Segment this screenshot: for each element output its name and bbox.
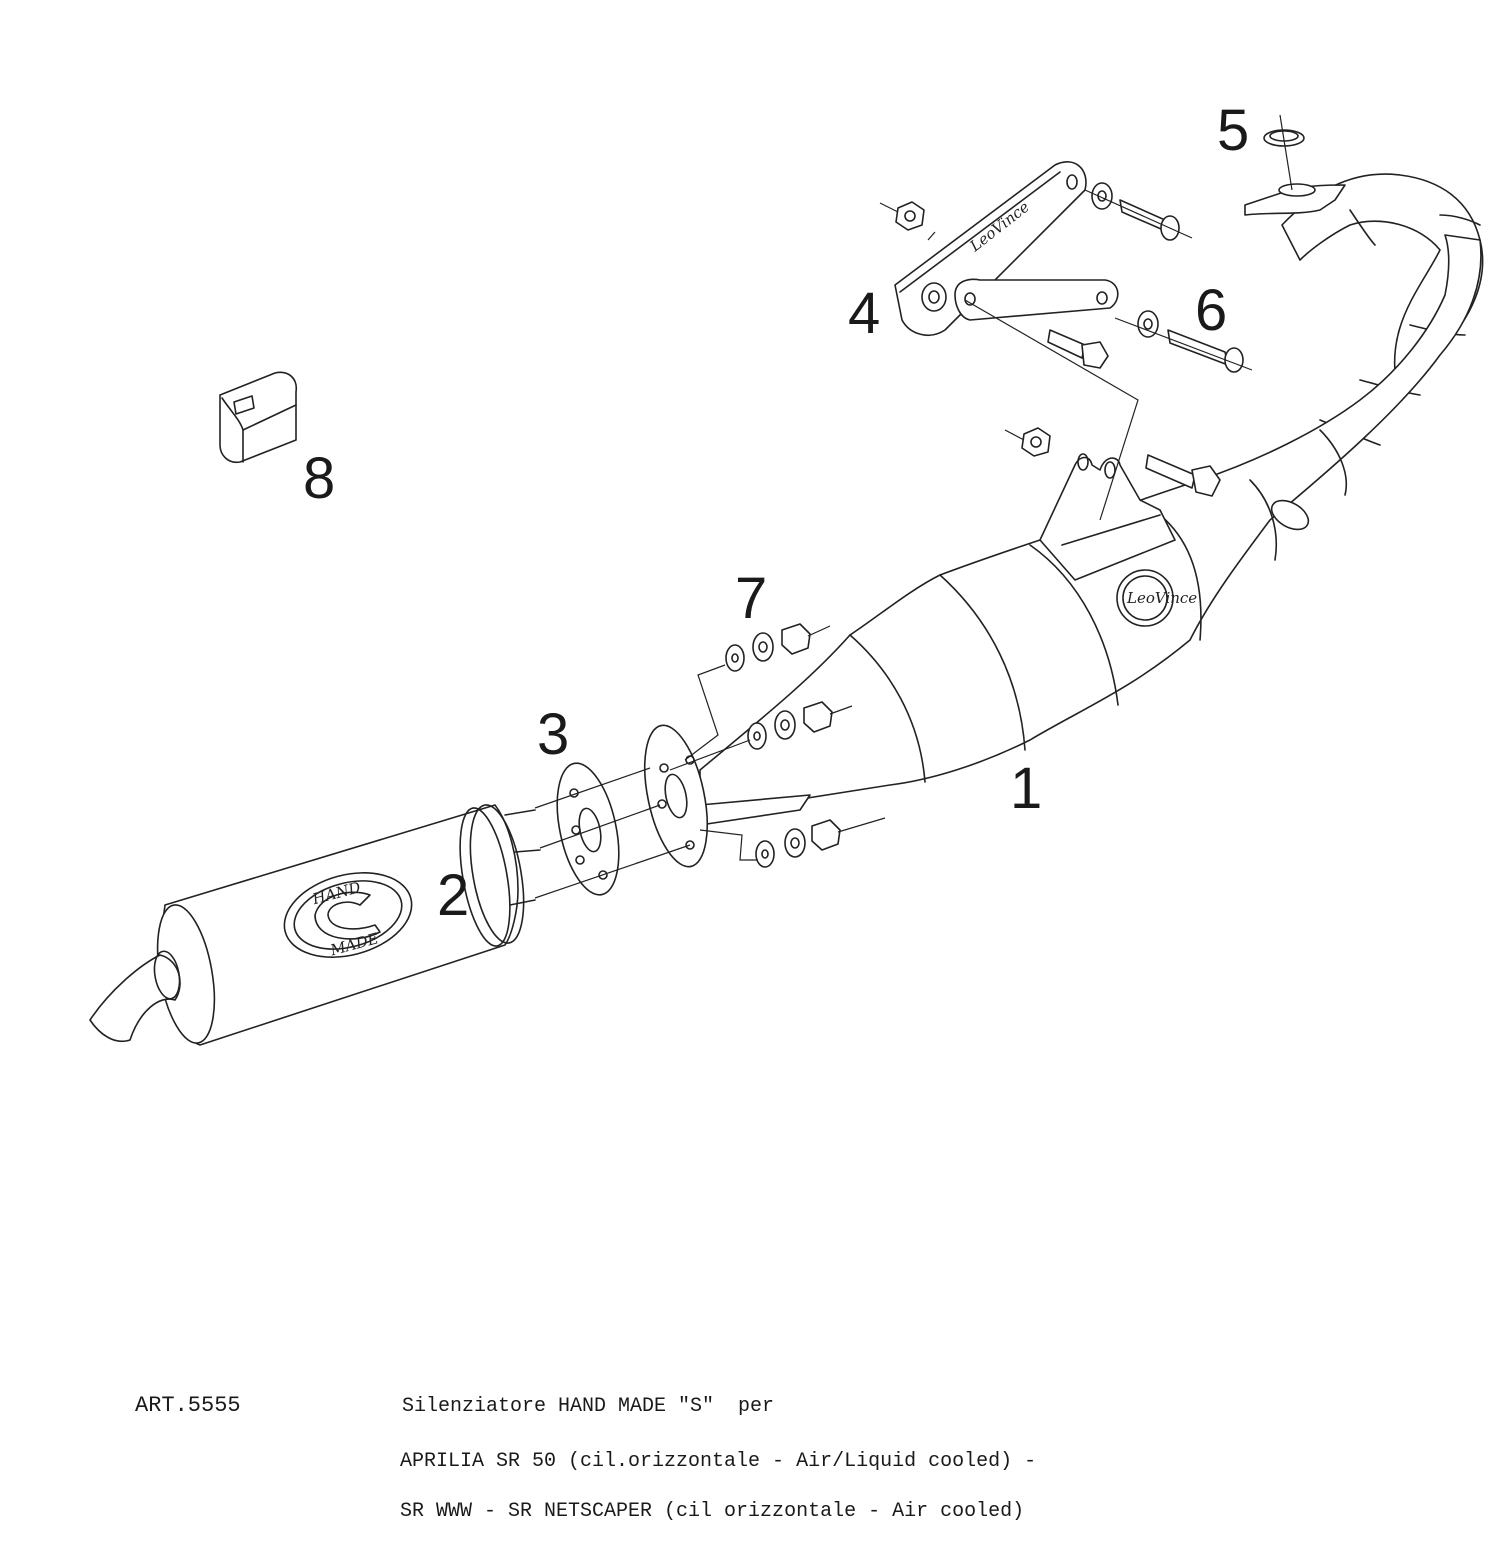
hand-made-badge: HAND MADE: [283, 872, 413, 960]
hanger-bracket-part-4: LeoVince: [894, 161, 1139, 521]
part-label-6: 6: [1195, 278, 1227, 343]
part-label-1: 1: [1010, 756, 1042, 821]
nuts-washers-part-7: [669, 623, 886, 868]
bolts-part-6: [879, 182, 1253, 497]
description-line-2: APRILIA SR 50 (cil.orizzontale - Air/Liq…: [400, 1450, 1037, 1473]
part-label-7: 7: [735, 566, 767, 631]
description-line-1: Silenziatore HAND MADE "S" per: [402, 1395, 775, 1418]
exploded-parts-diagram: LeoVince: [89, 98, 1484, 1046]
gasket-part-3: [534, 762, 691, 899]
part-label-4: 4: [848, 281, 880, 346]
o-ring-part-5: [1263, 114, 1305, 191]
silencer-part-2: HAND MADE: [89, 804, 541, 1046]
part-label-8: 8: [303, 446, 335, 511]
part-label-2: 2: [437, 863, 469, 928]
part-label-3: 3: [537, 702, 569, 767]
rubber-pad-part-8: [219, 371, 298, 464]
description-line-3: SR WWW - SR NETSCAPER (cil orizzontale -…: [400, 1500, 1025, 1523]
part-label-5: 5: [1217, 98, 1249, 163]
expansion-badge: LeoVince: [1116, 569, 1197, 627]
expansion-chamber-part-1: LeoVince: [643, 173, 1484, 868]
expansion-badge-text: LeoVince: [1126, 589, 1197, 607]
article-code: ART.5555: [135, 1393, 241, 1418]
